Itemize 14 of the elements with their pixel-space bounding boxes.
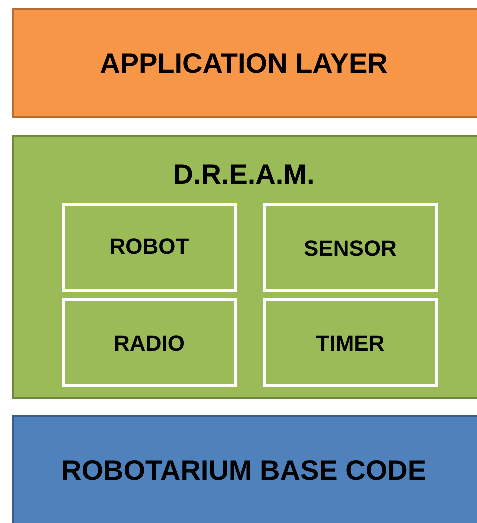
label-text: SENSOR <box>303 236 398 262</box>
label-text: ROBOT <box>108 234 190 260</box>
layer-box <box>12 8 477 118</box>
module-box <box>263 298 438 387</box>
label-text: TIMER <box>315 331 386 357</box>
label-text: D.R.E.A.M. <box>172 159 316 191</box>
layer-box <box>12 415 477 523</box>
label-text: APPLICATION LAYER <box>99 48 389 80</box>
module-box <box>62 203 237 292</box>
module-box <box>62 298 237 387</box>
label-text: RADIO <box>113 331 186 357</box>
label-text: ROBOTARIUM BASE CODE <box>60 455 428 487</box>
module-box <box>263 203 438 292</box>
layer-panel <box>12 135 477 399</box>
